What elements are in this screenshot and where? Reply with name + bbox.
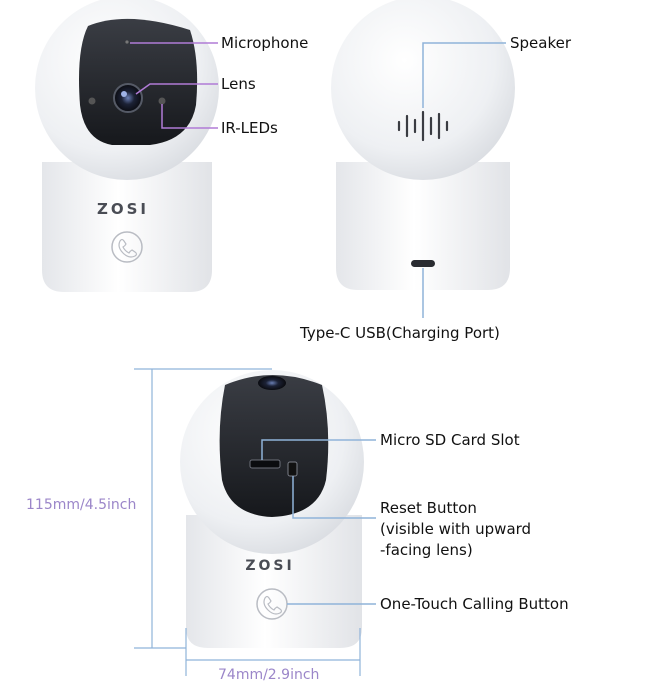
lens-icon	[113, 83, 143, 113]
reset-label-line2: (visible with upward	[380, 520, 532, 538]
reset-label-line1: Reset Button	[380, 499, 477, 517]
lens-callout-line	[135, 83, 218, 95]
ir-led-right-icon	[158, 97, 166, 105]
ir-leds-callout-line	[161, 104, 218, 129]
reset-label-line3: -facing lens)	[380, 541, 473, 559]
bottom-callouts	[261, 439, 376, 605]
front-base	[42, 162, 212, 292]
dimension-lines	[134, 368, 361, 676]
sd-card-slot-icon	[249, 459, 281, 469]
reset-callout-line	[292, 476, 376, 519]
usb-c-port-icon	[411, 260, 435, 267]
speaker-callout-line	[422, 42, 506, 108]
front-brand-logo: ZOSI	[97, 200, 149, 218]
call-button-icon	[111, 231, 143, 263]
bottom-camera: ZOSI	[180, 370, 364, 648]
speaker-grille-icon	[397, 110, 449, 142]
front-face-panel	[79, 18, 198, 146]
lens-highlight-icon	[121, 91, 127, 97]
usb-label: Type-C USB(Charging Port)	[300, 324, 500, 342]
speaker-label: Speaker	[510, 34, 572, 52]
front-callouts	[130, 42, 218, 129]
bottom-brand-logo: ZOSI	[245, 558, 294, 574]
height-dimension-label: 115mm/4.5inch	[26, 497, 137, 513]
ir-led-left-icon	[88, 97, 96, 105]
back-callouts	[422, 42, 506, 318]
bottom-face-panel	[219, 375, 329, 517]
sd-slot-label: Micro SD Card Slot	[380, 431, 520, 449]
reset-button-icon	[287, 461, 298, 477]
call-button-label: One-Touch Calling Button	[380, 595, 569, 613]
bottom-base	[186, 515, 362, 648]
ir-leds-label: IR-LEDs	[221, 119, 278, 137]
lens-label: Lens	[221, 75, 256, 93]
width-dimension-label: 74mm/2.9inch	[218, 667, 320, 683]
sd-slot-callout-line	[261, 439, 376, 460]
microphone-label: Microphone	[221, 34, 309, 52]
top-lens-icon	[258, 376, 286, 390]
front-camera: ZOSI	[35, 0, 219, 292]
microphone-hole-icon	[125, 40, 129, 44]
back-base	[336, 162, 510, 290]
bottom-phone-glyph-icon	[263, 595, 283, 615]
phone-glyph-icon	[118, 238, 138, 258]
